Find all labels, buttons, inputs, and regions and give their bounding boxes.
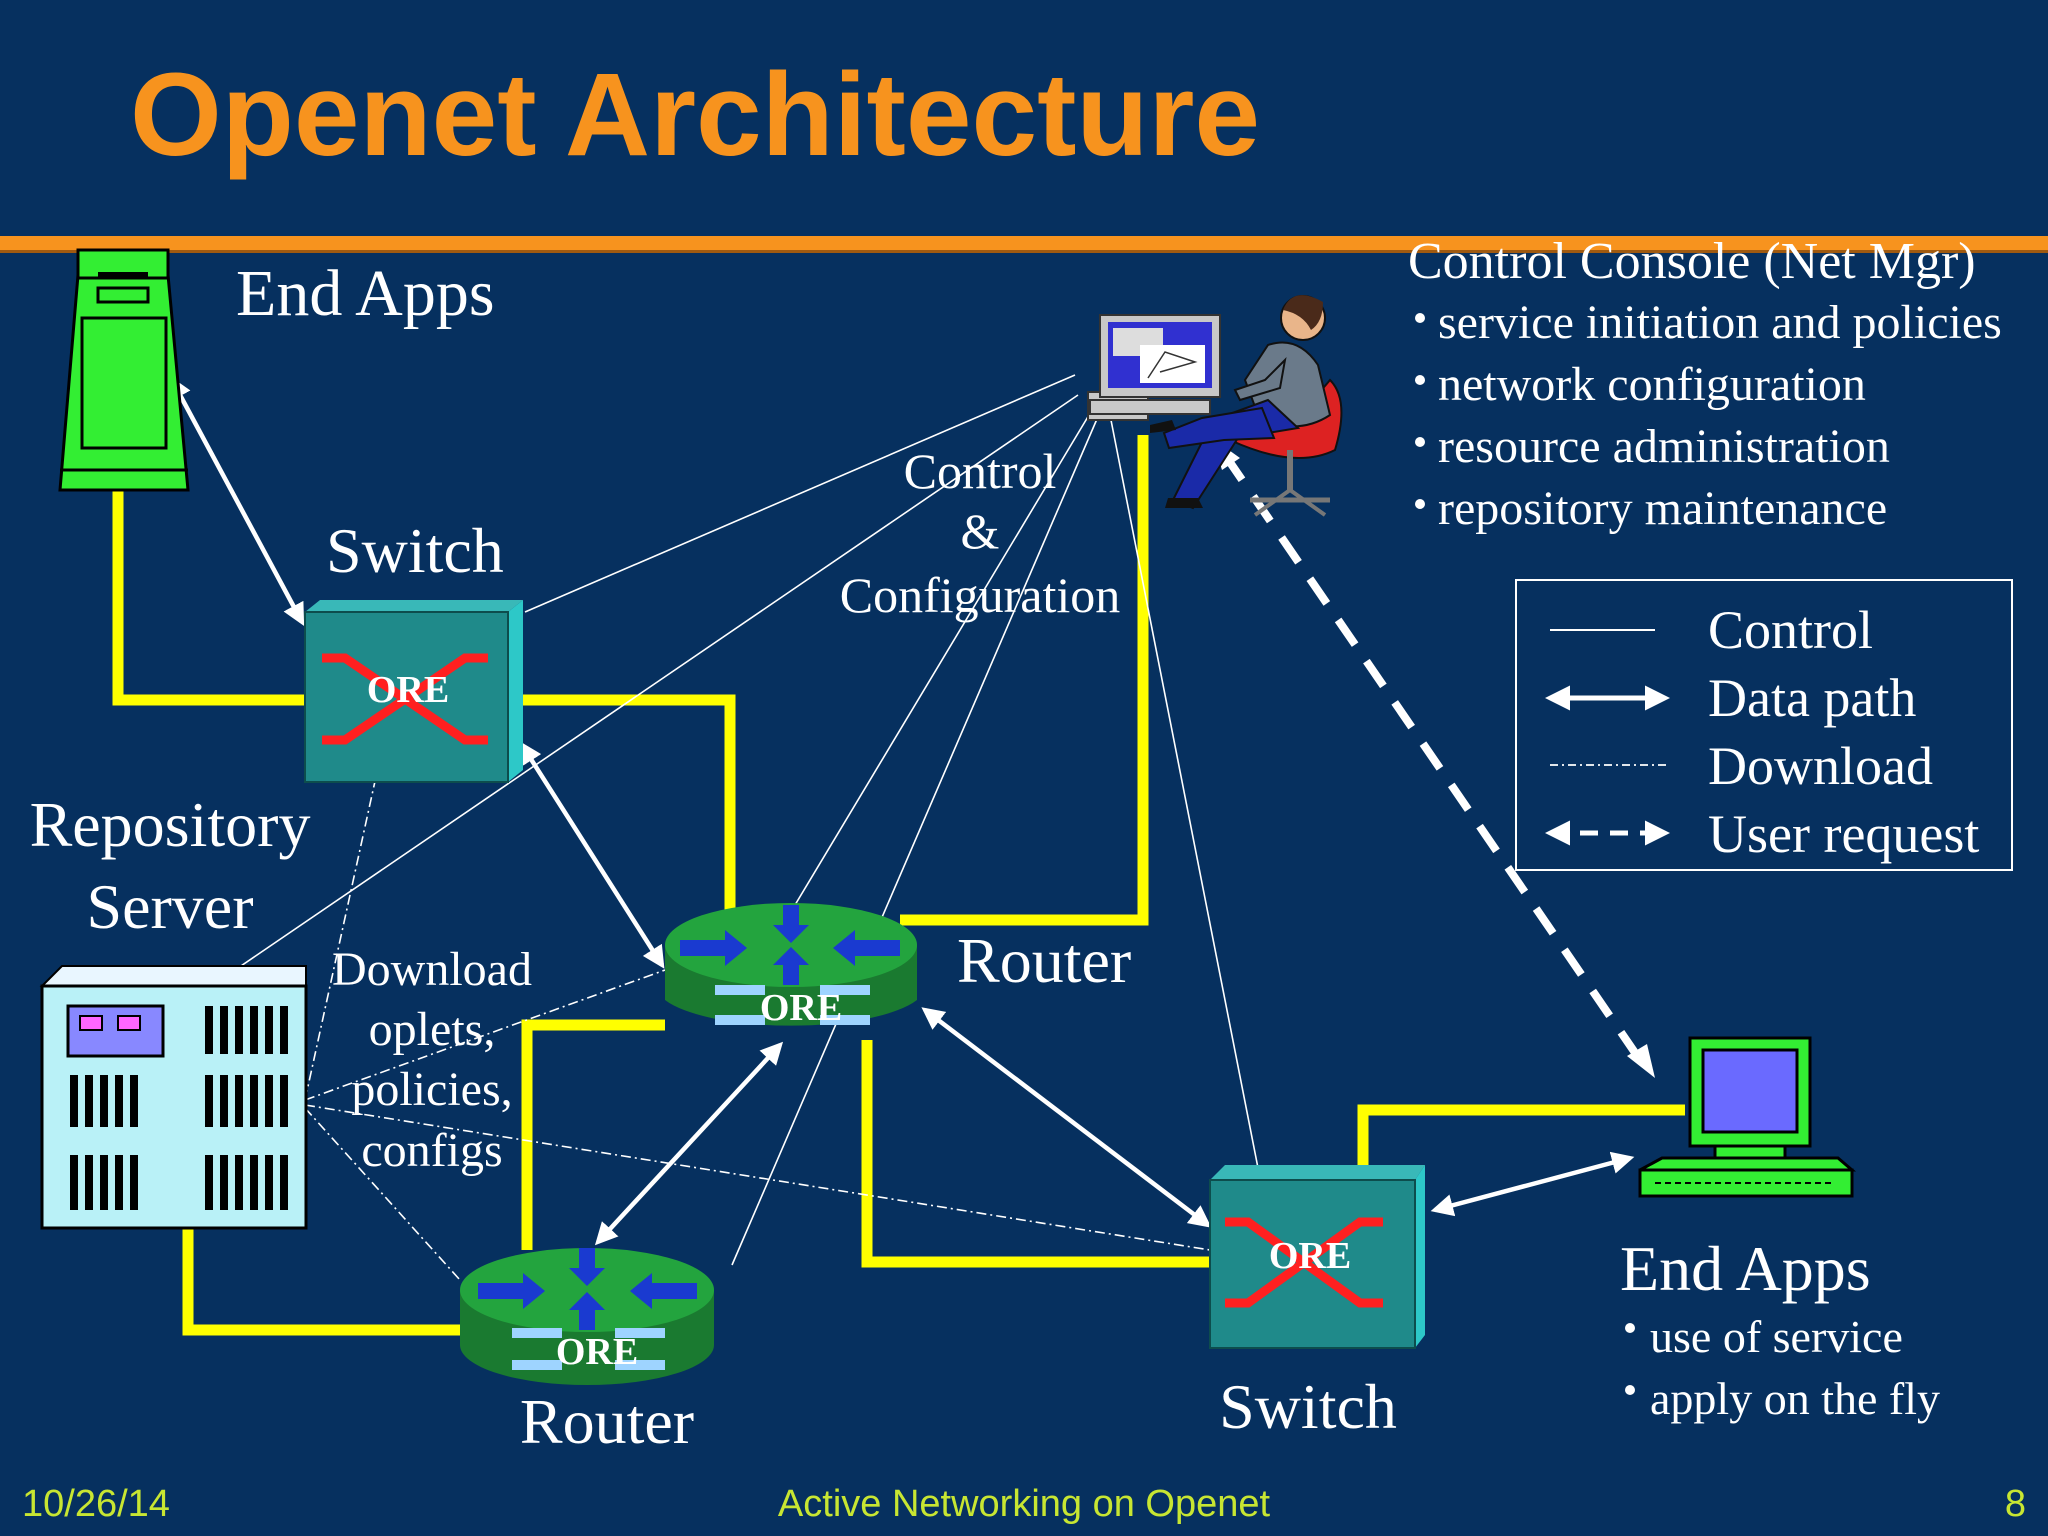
console-bullet-1: service initiation and policies: [1438, 296, 2002, 349]
end-apps-bullet-1: use of service: [1650, 1311, 1903, 1362]
console-bullet-2: network configuration: [1438, 358, 1866, 411]
control-label-line-1: Control: [904, 443, 1057, 499]
control-label-line-2: &: [961, 503, 1000, 559]
end-apps-bullet-list: use of service apply on the fly: [1625, 1311, 1940, 1424]
control-lines: [237, 374, 1259, 1266]
end-apps-desktop-computer: [1638, 1036, 1857, 1198]
switch-bottom-label: Switch: [1219, 1371, 1397, 1442]
repository-label-line-1: Repository: [30, 789, 311, 860]
legend-datapath-label: Data path: [1708, 668, 1916, 728]
end-apps-tower-computer: [58, 248, 190, 492]
footer-title: Active Networking on Openet: [778, 1483, 1271, 1525]
page-number: 8: [2005, 1483, 2026, 1525]
download-line-2: oplets,: [369, 1003, 496, 1056]
console-bullet-3: resource administration: [1438, 420, 1890, 473]
footer-date: 10/26/14: [22, 1483, 170, 1525]
ore-label: ORE: [556, 1331, 638, 1373]
repository-label-line-2: Server: [86, 871, 253, 942]
end-apps-bullet-2: apply on the fly: [1650, 1373, 1940, 1424]
data-paths: [169, 376, 1635, 1246]
control-console-workstation: [1087, 314, 1221, 421]
physical-links: [112, 435, 1685, 1336]
router-bottom-icon: ORE: [460, 1248, 714, 1385]
switch-bottom-icon: ORE: [1209, 1165, 1425, 1349]
end-apps-bottom-heading: End Apps: [1620, 1233, 1871, 1304]
control-label-line-3: Configuration: [840, 567, 1121, 623]
control-configuration-label: Control & Configuration: [840, 443, 1121, 623]
repository-server-icon: [39, 965, 308, 1230]
download-line-4: configs: [361, 1124, 502, 1177]
router-bottom-label: Router: [520, 1386, 694, 1457]
router-mid-label: Router: [957, 925, 1131, 996]
legend-user-request-label: User request: [1708, 804, 1979, 864]
ore-label: ORE: [367, 669, 449, 711]
download-label: Download oplets, policies, configs: [332, 943, 532, 1177]
router-middle-icon: ORE: [665, 903, 917, 1029]
network-manager-person-icon: [1150, 295, 1343, 517]
ore-label: ORE: [760, 987, 842, 1029]
console-heading: Control Console (Net Mgr): [1408, 233, 1976, 290]
title-divider: [0, 236, 2048, 250]
legend-download-label: Download: [1708, 736, 1933, 796]
end-apps-top-label: End Apps: [236, 257, 495, 330]
ore-label: ORE: [1269, 1235, 1351, 1277]
switch-top-label: Switch: [326, 515, 504, 586]
legend: Control Data path Download User request: [1515, 579, 2013, 871]
legend-control-label: Control: [1708, 600, 1873, 660]
console-bullet-list: service initiation and policies network …: [1415, 296, 2002, 535]
slide-title: Openet Architecture: [130, 49, 1260, 181]
switch-top-icon: ORE: [304, 600, 523, 783]
download-line-3: policies,: [351, 1063, 512, 1116]
console-bullet-4: repository maintenance: [1438, 482, 1887, 535]
download-line-1: Download: [332, 943, 532, 996]
